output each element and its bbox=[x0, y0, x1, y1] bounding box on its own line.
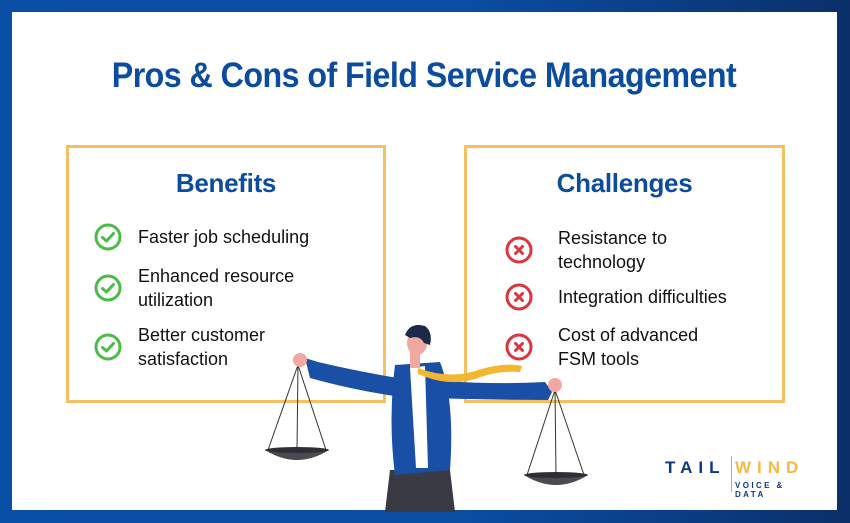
tailwind-logo: TAIL WIND VOICE & DATA bbox=[665, 456, 815, 499]
challenge-item: Cost of advanced FSM tools bbox=[505, 323, 698, 371]
benefit-text-line2: satisfaction bbox=[138, 349, 229, 369]
benefit-item: Faster job scheduling bbox=[94, 223, 309, 251]
logo-divider bbox=[731, 456, 732, 492]
logo-tagline: VOICE & DATA bbox=[735, 481, 785, 499]
challenge-item: Integration difficulties bbox=[505, 283, 727, 311]
challenge-text: Integration difficulties bbox=[558, 287, 727, 307]
challenge-item: Resistance to technology bbox=[505, 226, 667, 274]
logo-tail-text: TAIL bbox=[665, 458, 726, 477]
benefit-text-line1: Enhanced resource bbox=[138, 266, 295, 286]
x-circle-icon bbox=[505, 333, 533, 361]
check-circle-icon bbox=[94, 333, 122, 361]
challenge-text-line2: FSM tools bbox=[558, 349, 640, 369]
check-circle-icon bbox=[94, 223, 122, 251]
challenge-text-line1: Cost of advanced bbox=[558, 325, 699, 345]
benefits-heading: Benefits bbox=[175, 168, 277, 198]
benefit-item: Better customer satisfaction bbox=[94, 323, 265, 371]
page-title: Pros & Cons of Field Service Management bbox=[111, 56, 737, 95]
check-circle-icon bbox=[94, 274, 122, 302]
logo-wind-text: WIND bbox=[735, 458, 805, 477]
benefit-text-line1: Better customer bbox=[138, 325, 266, 345]
benefit-item: Enhanced resource utilization bbox=[94, 264, 294, 312]
challenge-text-line1: Resistance to bbox=[558, 228, 668, 248]
x-circle-icon bbox=[505, 283, 533, 311]
challenges-heading: Challenges bbox=[556, 168, 693, 198]
x-circle-icon bbox=[505, 236, 533, 264]
benefit-text: Faster job scheduling bbox=[138, 227, 310, 247]
challenge-text-line2: technology bbox=[558, 252, 646, 272]
benefit-text-line2: utilization bbox=[138, 290, 214, 310]
